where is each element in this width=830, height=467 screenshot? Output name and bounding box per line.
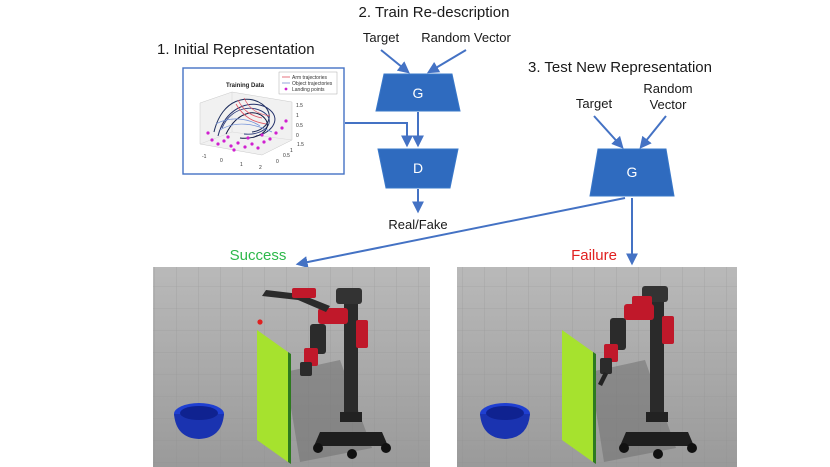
x-tick-3: 2 [259,165,262,171]
discriminator-label: D [413,160,423,176]
generator-label-train: G [413,85,424,101]
generator-block-train [375,73,461,112]
arrow-data-to-d [345,122,413,148]
robot-arm [262,288,391,459]
robot-arm [598,286,697,459]
failure-simulation-image [457,267,737,467]
legend-object: Object trajectories [292,81,333,87]
z-tick-0: 1.5 [296,103,303,109]
success-label: Success [230,247,287,264]
test-target-label: Target [576,96,613,111]
failure-label: Failure [571,247,617,264]
training-data-plot: Training Data Arm trajectories Object tr… [182,67,345,175]
y-tick-2: 1 [290,148,293,154]
green-board [562,330,593,462]
train-random-vector-label: Random Vector [421,30,511,45]
step-1-title: 1. Initial Representation [157,41,315,58]
plot-title: Training Data [226,83,265,89]
y-tick-3: 1.5 [297,142,304,148]
z-tick-3: 0 [296,133,299,139]
green-board [257,330,288,462]
ball [257,319,263,325]
step-2-title: 2. Train Re-description [359,4,510,21]
x-tick-0: -1 [202,154,207,160]
legend-arm: Arm trajectories [292,75,328,81]
y-tick-0: 0 [276,159,279,165]
generator-block-test [589,148,675,197]
x-tick-1: 0 [220,158,223,164]
step-3-title: 3. Test New Representation [528,59,712,76]
arrow-g-to-success [295,197,626,268]
z-tick-2: 0.5 [296,123,303,129]
test-random-label-line2: Vector [650,97,688,112]
z-tick-1: 1 [296,113,299,119]
y-tick-1: 0.5 [283,153,290,159]
arrow-test-target-to-g [593,115,624,149]
arrow-random-to-g [426,49,467,74]
x-tick-2: 1 [240,162,243,168]
arrow-test-random-to-g [639,115,667,149]
generator-label-test: G [627,164,638,180]
discriminator-block [377,148,459,189]
test-random-label-line1: Random [643,81,692,96]
success-simulation-image [153,267,430,467]
arrow-target-to-g [380,49,410,74]
real-fake-label: Real/Fake [388,217,447,232]
train-target-label: Target [363,30,400,45]
legend-landing: Landing points [292,87,325,93]
